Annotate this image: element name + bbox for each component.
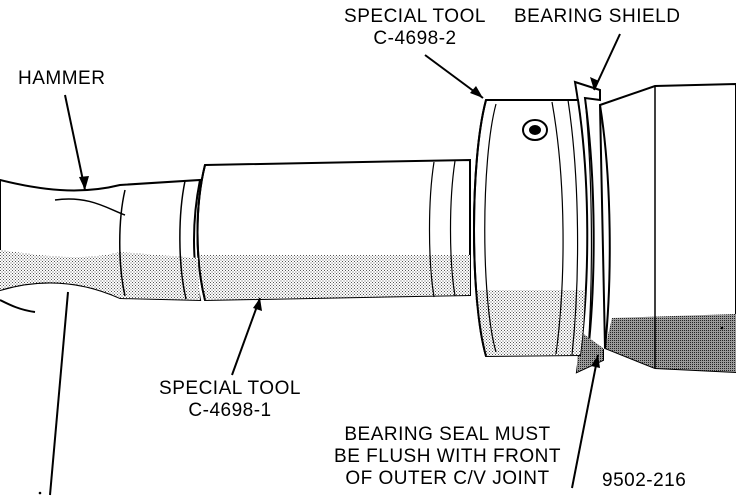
label-hammer: HAMMER (18, 68, 106, 89)
cv-joint-housing (598, 82, 736, 374)
label-bearing-shield: BEARING SHIELD (514, 6, 681, 27)
installer-cup (473, 99, 589, 358)
leader-hammer-lower (49, 291, 69, 496)
label-bearing-seal-line3: OF OUTER C/V JOINT (345, 468, 550, 489)
label-special-tool-1-line1: SPECIAL TOOL (159, 378, 301, 399)
leader-hammer (64, 94, 86, 191)
label-bearing-seal-line2: BE FLUSH WITH FRONT (334, 446, 561, 467)
driver-tube (196, 158, 471, 302)
label-special-tool-2: SPECIAL TOOL C-4698-2 (330, 6, 500, 50)
leader-special-tool-1 (231, 297, 261, 376)
label-bearing-seal-note: BEARING SEAL MUST BE FLUSH WITH FRONT OF… (310, 424, 585, 490)
figure-code: 9502-216 (602, 470, 687, 491)
label-bearing-seal-line1: BEARING SEAL MUST (344, 424, 551, 445)
speck (38, 491, 42, 495)
label-special-tool-1: SPECIAL TOOL C-4698-1 (145, 378, 315, 422)
speck (720, 326, 724, 330)
leader-bearing-seal (571, 354, 599, 489)
hammer-handle (0, 178, 202, 313)
label-special-tool-2-line2: C-4698-2 (373, 28, 457, 49)
leader-arrowheads (79, 77, 600, 368)
label-special-tool-1-line2: C-4698-1 (188, 400, 272, 421)
label-special-tool-2-line1: SPECIAL TOOL (344, 6, 486, 27)
leader-bearing-shield (593, 33, 621, 91)
